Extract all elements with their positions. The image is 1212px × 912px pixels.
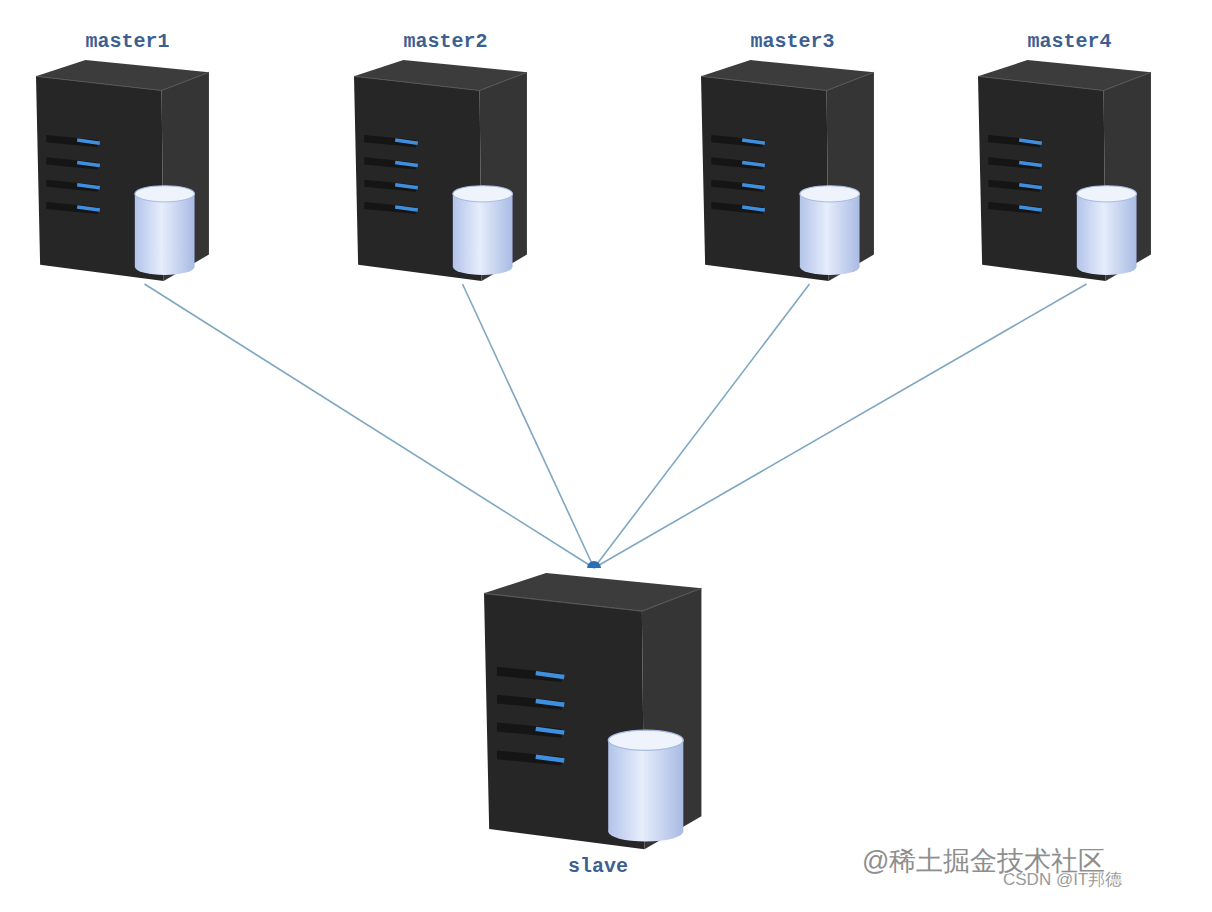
server-node: slave <box>484 568 712 881</box>
server-label: slave <box>484 853 712 881</box>
watermark: @稀土掘金技术社区 <box>862 843 1105 879</box>
server-node: master1 <box>36 28 219 284</box>
replication-line <box>594 284 1087 568</box>
server-label: master2 <box>354 28 537 56</box>
server-icon <box>978 56 1153 284</box>
server-node: master4 <box>978 28 1161 284</box>
server-label: master4 <box>978 28 1161 56</box>
server-icon <box>701 56 876 284</box>
replication-line <box>463 284 595 568</box>
server-node: master3 <box>701 28 884 284</box>
server-label: master1 <box>36 28 219 56</box>
server-icon <box>36 56 211 284</box>
server-icon <box>354 56 529 284</box>
server-icon <box>484 568 704 853</box>
replication-line <box>594 284 810 568</box>
server-node: master2 <box>354 28 537 284</box>
server-label: master3 <box>701 28 884 56</box>
junction-dot <box>587 561 601 568</box>
replication-line <box>145 284 595 568</box>
